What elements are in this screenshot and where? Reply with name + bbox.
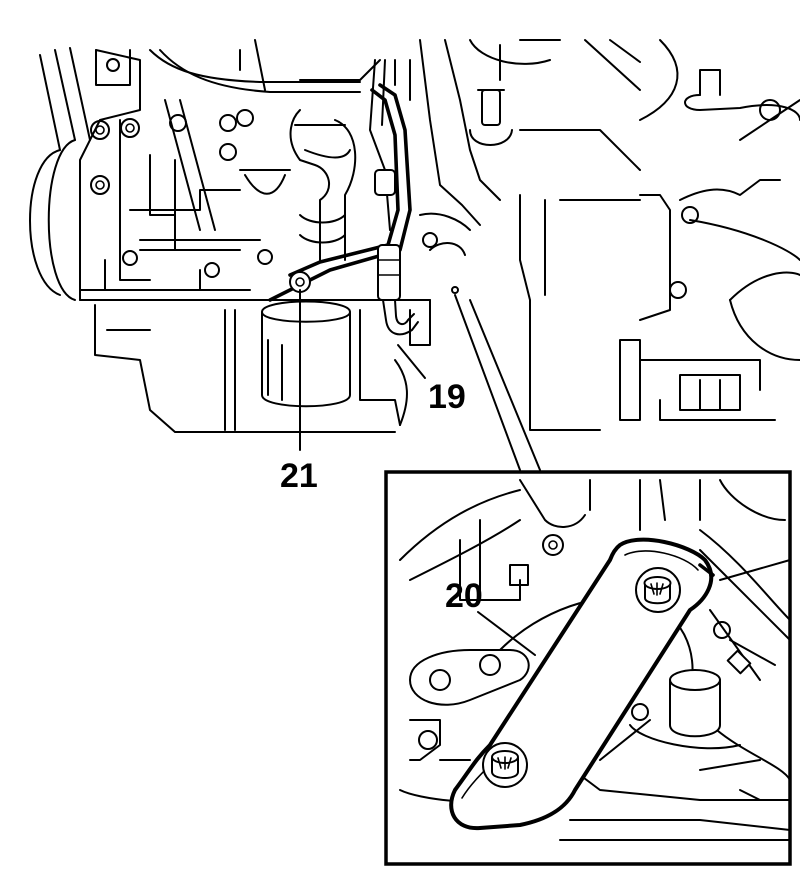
callout-19-leader xyxy=(397,344,426,379)
detail-inset: 20 xyxy=(384,470,792,866)
inset-background-parts xyxy=(399,479,791,681)
callout-21: 21 xyxy=(280,289,318,495)
fuel-pipes xyxy=(268,59,412,302)
bracket-bolt-upper xyxy=(635,567,681,613)
callout-20-leader xyxy=(477,611,536,656)
inset-leader xyxy=(451,286,541,471)
coolant-hose xyxy=(289,109,357,261)
pipe-19-assembly xyxy=(377,244,419,336)
sensor-cap xyxy=(629,669,741,750)
callout-19: 19 xyxy=(397,344,466,416)
block-ribs xyxy=(104,99,291,291)
engine-right-side xyxy=(419,39,679,256)
washer-plate xyxy=(409,649,530,706)
oil-filter xyxy=(261,300,351,408)
callout-19-label: 19 xyxy=(428,378,466,416)
lower-manifold xyxy=(399,719,791,841)
engine-upper-body xyxy=(79,39,381,301)
callout-20: 20 xyxy=(445,577,536,656)
oil-pan xyxy=(79,289,431,433)
bracket-bolt-lower xyxy=(482,742,528,788)
callout-20-label: 20 xyxy=(445,577,483,615)
engine-block-view xyxy=(29,39,800,471)
crank-pulley xyxy=(29,47,91,301)
block-bolts xyxy=(90,109,273,278)
callout-21-label: 21 xyxy=(280,457,318,495)
transmission-housing xyxy=(519,69,800,431)
